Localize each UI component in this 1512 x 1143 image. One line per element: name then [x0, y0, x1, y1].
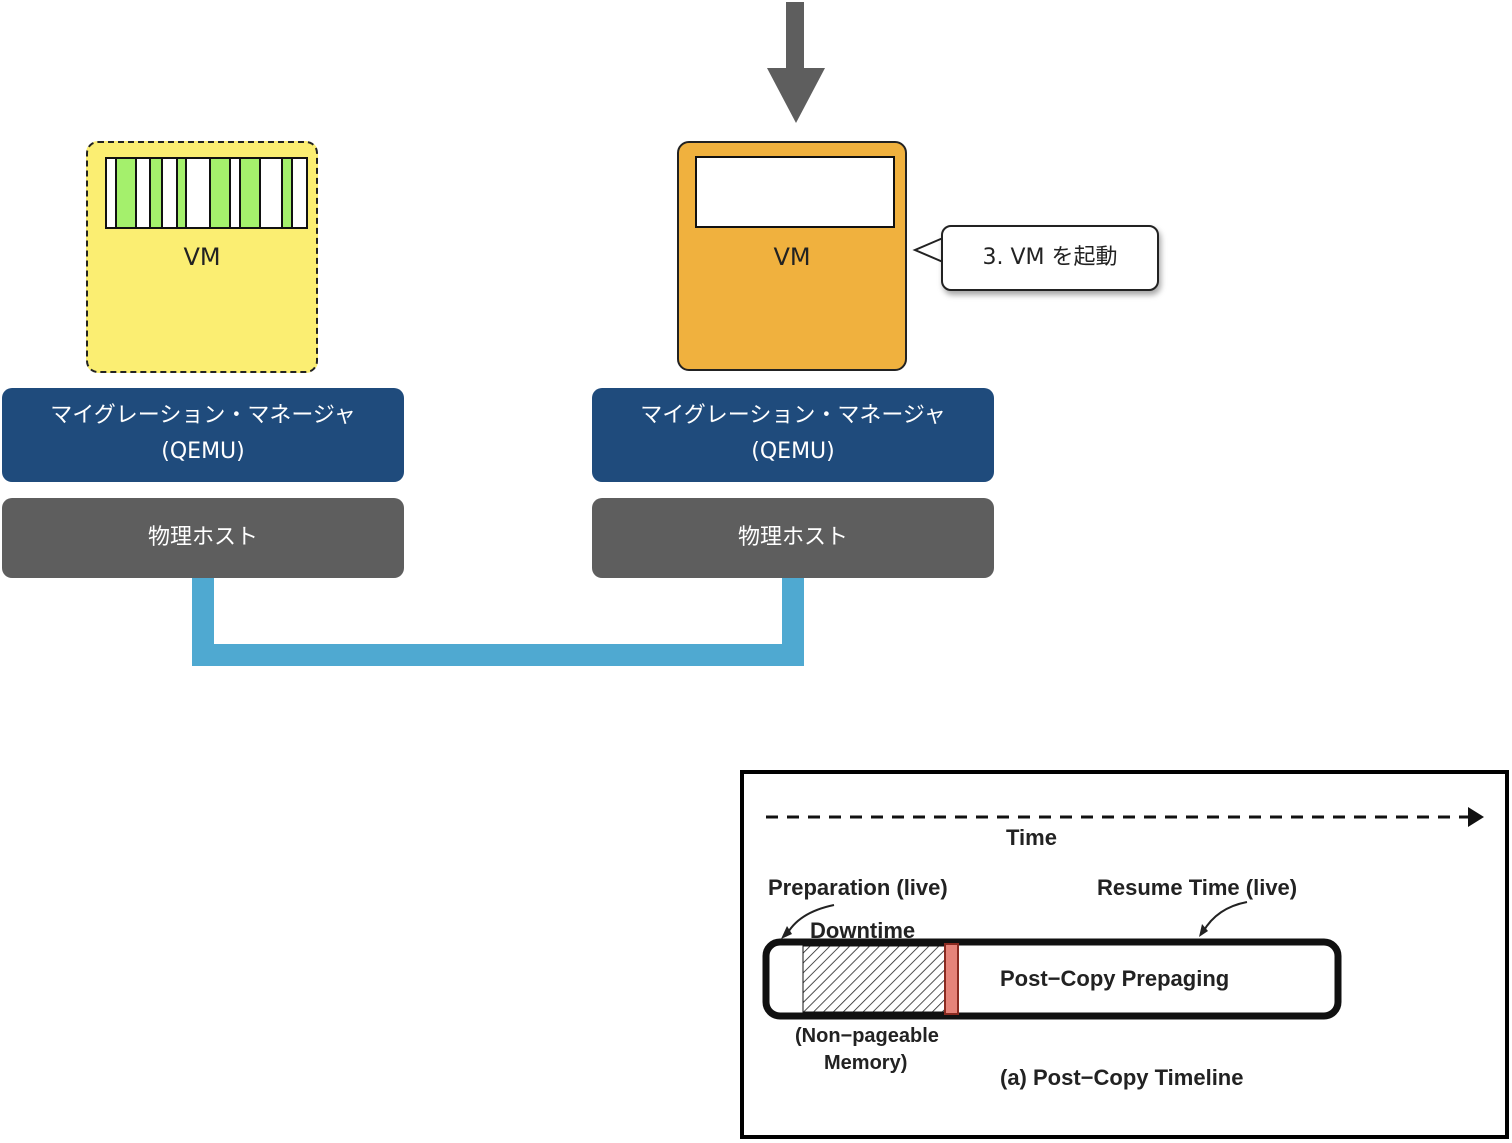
- start-vm-arrow: [767, 2, 825, 123]
- memory-page: [261, 159, 283, 227]
- time-label: Time: [1006, 825, 1057, 850]
- destination-manager-label: マイグレーション・マネージャ: [640, 403, 946, 428]
- post-copy-timeline-figure: Time Preparation (live) Resume Time (liv…: [740, 770, 1509, 1139]
- resume-pointer-arrow: [1202, 901, 1248, 933]
- non-pageable-label: (Non−pageable: [795, 1025, 939, 1047]
- memory-page: [211, 159, 231, 227]
- timeline-graphics: [762, 807, 1484, 1020]
- post-copy-prepaging-label: Post−Copy Prepaging: [1000, 966, 1230, 991]
- network-link-bottom: [192, 644, 804, 666]
- source-vm-label: VM: [183, 243, 221, 271]
- memory-page: [163, 159, 178, 227]
- time-axis-arrowhead: [1468, 807, 1484, 827]
- destination-vm-label: VM: [773, 243, 811, 271]
- destination-physical-host: 物理ホスト: [592, 498, 994, 578]
- source-vm: VM: [86, 141, 318, 373]
- source-physical-host: 物理ホスト: [2, 498, 404, 578]
- destination-vm: VM: [677, 141, 907, 371]
- destination-manager-sublabel: (QEMU): [751, 439, 835, 464]
- downtime-hatched-region: [802, 945, 946, 1013]
- destination-vm-memory: [695, 156, 895, 228]
- source-manager-sublabel: (QEMU): [161, 439, 245, 464]
- resume-time-label: Resume Time (live): [1097, 875, 1298, 900]
- preparation-label: Preparation (live): [768, 875, 948, 900]
- memory-page: [241, 159, 261, 227]
- memory-page: [283, 159, 293, 227]
- downtime-label: Downtime: [810, 918, 916, 943]
- memory-page: [117, 159, 137, 227]
- destination-migration-manager: マイグレーション・マネージャ (QEMU): [592, 388, 994, 482]
- memory-page: [178, 159, 187, 227]
- memory-label: Memory): [824, 1052, 908, 1074]
- source-migration-manager: マイグレーション・マネージャ (QEMU): [2, 388, 404, 482]
- source-vm-memory: [105, 157, 308, 229]
- memory-page: [107, 159, 117, 227]
- figure-caption: (a) Post−Copy Timeline: [1000, 1065, 1244, 1090]
- source-manager-label: マイグレーション・マネージャ: [50, 403, 356, 428]
- memory-page: [151, 159, 163, 227]
- network-link-right: [782, 578, 804, 666]
- start-vm-callout: 3. VM を起動: [941, 225, 1159, 291]
- memory-page: [293, 159, 304, 227]
- memory-page: [187, 159, 211, 227]
- resume-marker: [944, 943, 959, 1015]
- memory-page: [231, 159, 241, 227]
- memory-page: [137, 159, 151, 227]
